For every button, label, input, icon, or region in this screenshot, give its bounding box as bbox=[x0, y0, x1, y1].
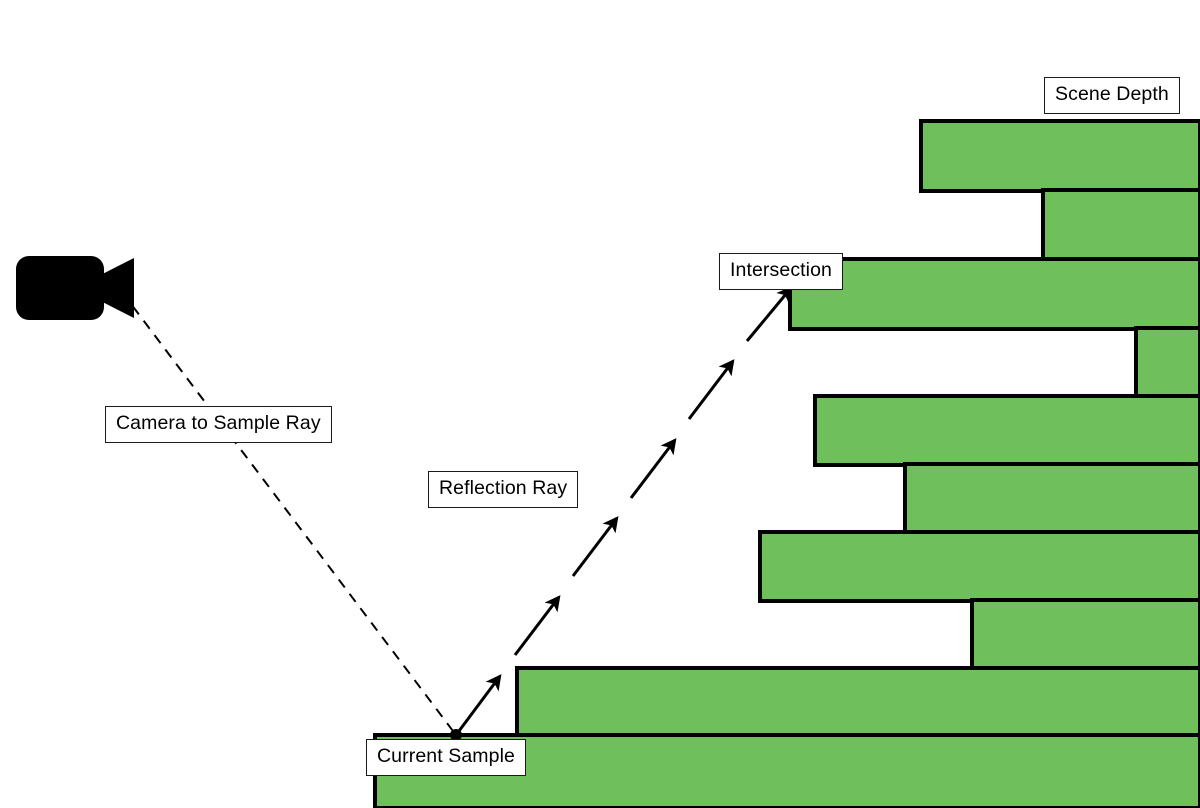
reflection-ray-arrows bbox=[457, 286, 793, 732]
current-sample-point bbox=[450, 729, 462, 741]
depth-bar bbox=[1134, 326, 1200, 398]
reflection-ray-segment bbox=[571, 516, 619, 577]
camera-body bbox=[16, 256, 104, 320]
scene-depth-bars bbox=[373, 119, 1200, 808]
label-current-sample: Current Sample bbox=[366, 739, 526, 776]
depth-bar bbox=[919, 119, 1200, 193]
camera-icon bbox=[16, 256, 134, 320]
depth-bar bbox=[903, 462, 1200, 535]
camera-to-sample-ray bbox=[121, 291, 457, 736]
depth-bar bbox=[1041, 188, 1200, 262]
label-scene-depth: Scene Depth bbox=[1044, 77, 1180, 114]
depth-bar bbox=[515, 666, 1200, 738]
camera-lens bbox=[100, 258, 134, 318]
depth-bar bbox=[970, 598, 1200, 671]
reflection-ray-segment bbox=[457, 674, 502, 732]
reflection-ray-segment bbox=[745, 286, 793, 342]
reflection-ray-segment bbox=[687, 359, 735, 420]
label-camera-to-sample-ray: Camera to Sample Ray bbox=[105, 406, 332, 443]
label-intersection: Intersection bbox=[719, 253, 844, 290]
sample-dot bbox=[450, 729, 462, 741]
camera-ray-line bbox=[121, 291, 457, 736]
reflection-ray-segment bbox=[513, 595, 561, 656]
depth-bar bbox=[788, 257, 1200, 331]
depth-bar bbox=[813, 394, 1200, 467]
label-reflection-ray: Reflection Ray bbox=[428, 471, 579, 508]
reflection-ray-segment bbox=[629, 438, 677, 499]
depth-bar bbox=[758, 530, 1200, 603]
